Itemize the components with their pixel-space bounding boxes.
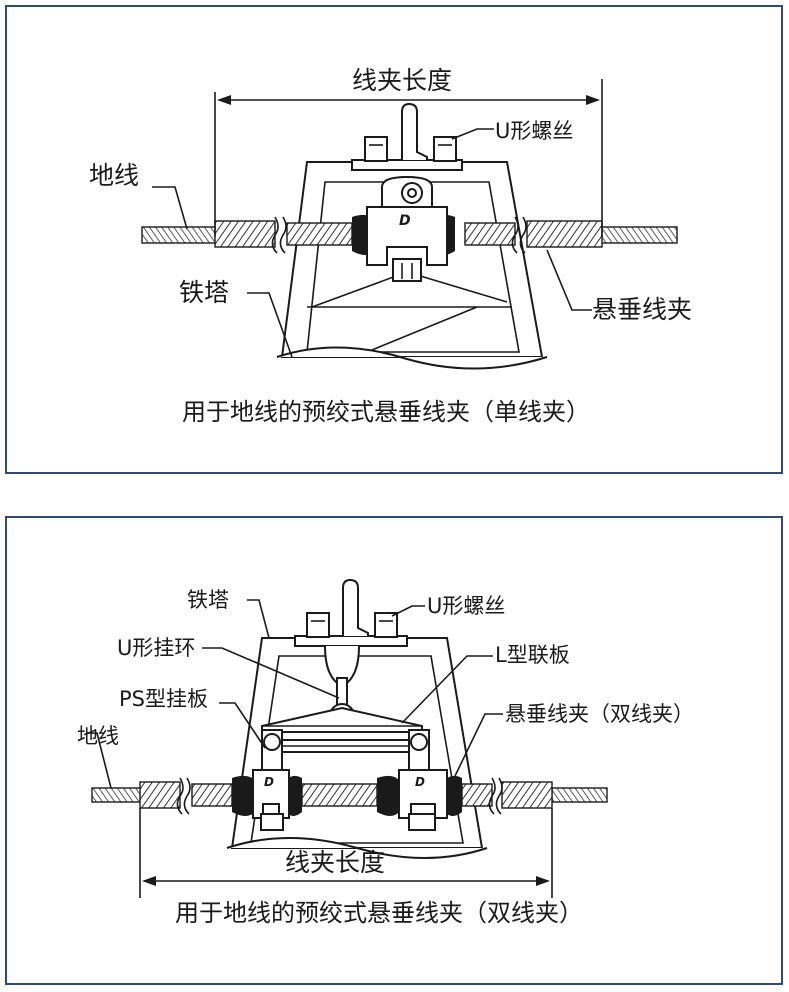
suspension-clamp-leader [546,249,592,311]
suspension-clamp-left: D [252,769,290,831]
tower-leader [247,599,270,639]
clamp-length-dimension [139,808,553,898]
u-bolt-label: U形螺丝 [427,594,505,618]
u-bolt-leader [451,128,494,140]
l-plate-leader [401,655,493,724]
ground-wire [91,775,608,816]
suspension-clamp-label: 悬垂线夹（双线夹） [505,702,694,726]
ps-plates [261,729,430,776]
clamp-logo-right: D [415,775,425,789]
ground-wire-leader [152,186,188,230]
suspension-clamp: D [366,175,448,282]
double-clamp-caption: 用于地线的预绞式悬垂线夹（双线夹） [175,899,583,927]
single-clamp-panel: D 线夹长度 U形螺丝 地线 铁塔 悬垂线夹 用于地线的预绞式悬垂线夹（单线夹） [5,5,783,474]
single-clamp-diagram: D 线夹长度 U形螺丝 地线 铁塔 悬垂线夹 用于地线的预绞式悬垂线夹（单线夹） [89,66,692,426]
single-clamp-caption: 用于地线的预绞式悬垂线夹（单线夹） [182,398,590,426]
clamp-length-label: 线夹长度 [285,848,385,877]
tower-label: 铁塔 [187,588,229,612]
double-clamp-panel: D D 线夹长度 铁塔 U形螺丝 U形挂环 L型联板 PS型挂板 悬垂线夹（双线… [5,516,783,985]
u-bolt-label: U形螺丝 [495,119,573,143]
u-bolt [294,578,408,647]
ps-plate-label: PS型挂板 [119,687,208,711]
suspension-clamp-leader [454,713,503,777]
u-shackle-label: U形挂环 [117,636,195,660]
clamp-logo-left: D [264,775,274,789]
clamp-length-label: 线夹长度 [352,66,452,95]
suspension-clamp-label: 悬垂线夹 [592,295,692,324]
clamp-length-dimension [214,79,603,237]
ps-plate-leader [219,702,266,749]
suspension-clamp-right: D [398,769,448,831]
ground-wire-leader [87,732,112,789]
u-bolt-leader [391,605,425,617]
l-plate-label: L型联板 [495,643,570,667]
ground-wire-label: 地线 [89,161,139,190]
tower-label: 铁塔 [179,278,229,307]
u-bolt [351,102,463,171]
clamp-logo: D [399,213,411,229]
u-shackle-leader [202,647,340,699]
tower-leader [247,292,293,358]
double-clamp-diagram: D D 线夹长度 铁塔 U形螺丝 U形挂环 L型联板 PS型挂板 悬垂线夹（双线… [77,578,694,927]
